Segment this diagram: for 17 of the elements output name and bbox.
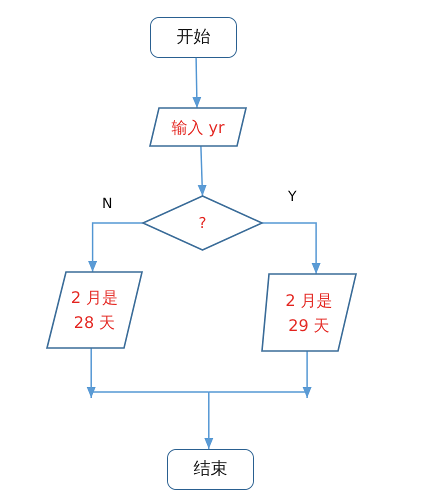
arrow (86, 348, 209, 398)
arrow (208, 351, 312, 398)
arrow (192, 58, 202, 108)
node-label: ? (198, 212, 206, 234)
arrow (262, 222, 321, 274)
node-label: 2 月是 29 天 (284, 290, 334, 336)
edge-label: N (102, 196, 112, 212)
node-label: 结束 (194, 458, 228, 481)
terminal-box (150, 17, 237, 58)
arrow (88, 222, 143, 272)
node-label: 输入 yr (171, 116, 225, 138)
edge-label: Y (288, 189, 297, 205)
terminal-box (167, 449, 254, 490)
node-label: 2 月是 28 天 (70, 287, 120, 334)
arrow (198, 146, 207, 196)
node-label: 开始 (176, 26, 210, 49)
arrow (204, 392, 214, 449)
